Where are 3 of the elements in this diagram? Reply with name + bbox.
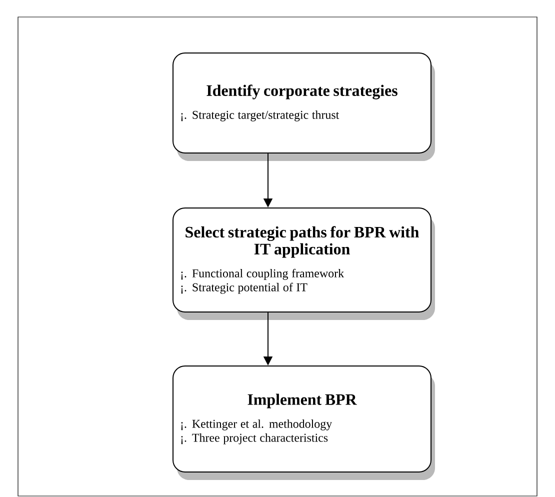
process-box: Select strategic paths for BPR with IT application ¡. Functional coupling framework ¡. Strategic potential of IT xyxy=(172,208,435,320)
process-box: Identify corporate strategies ¡. Strategic target/strategic thrust xyxy=(172,52,435,161)
process-box: Implement BPR ¡. Kettinger et al. methodology ¡. Three project characteristics xyxy=(172,366,435,480)
